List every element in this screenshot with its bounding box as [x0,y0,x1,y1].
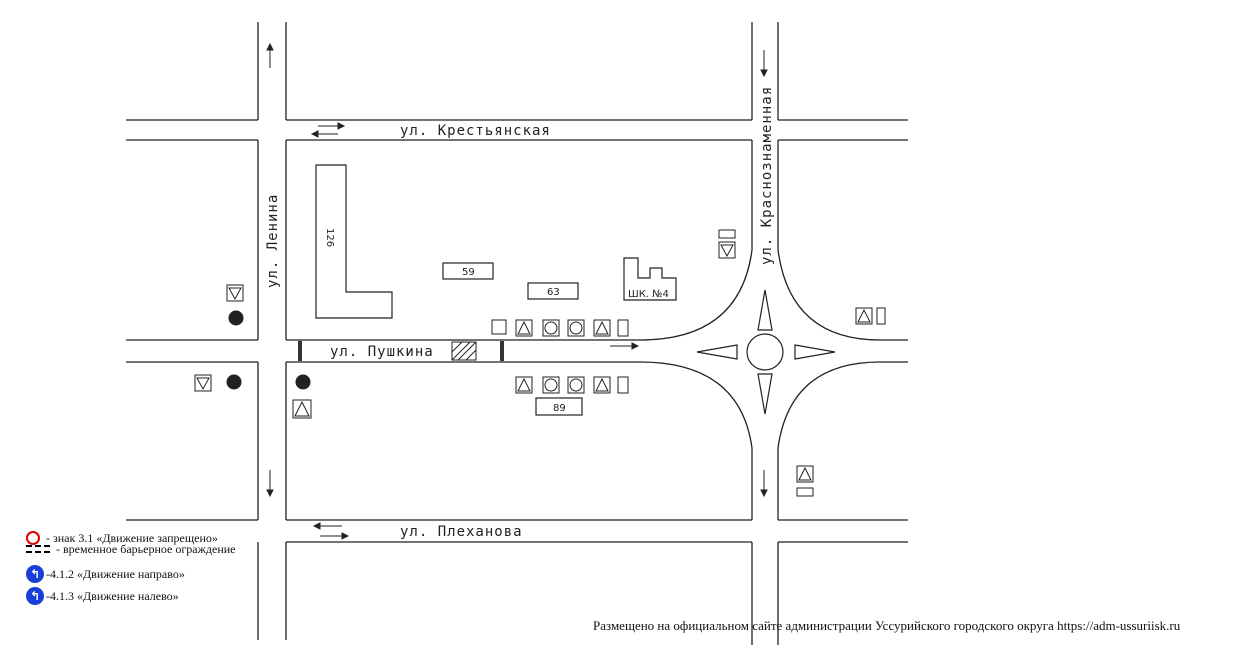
street-label-krestyanskaya: ул. Крестьянская [400,123,551,139]
building-89 [535,397,583,416]
island-triangle-south [757,373,773,415]
barrier-icon [26,545,50,553]
building-label-89: 89 [553,403,566,414]
island-triangle-west [696,344,738,360]
legend-item-prohibited: - знак 3.1 «Движение запрещено» [26,527,236,549]
street-label-lenina: ул. Ленина [265,194,281,288]
legend-item-right: ↰ -4.1.2 «Движение направо» [26,563,236,585]
roundabout [696,289,836,415]
island-triangle-north [757,289,773,331]
traffic-arrows [266,42,768,540]
road-edges [126,22,908,645]
direction-sign-icon [228,310,244,326]
building-school [623,257,677,301]
barrier-fence [298,341,504,361]
building-label-126: 126 [324,228,335,247]
map-legend: - знак 3.1 «Движение запрещено» - времен… [26,527,236,607]
yield-sign-icon [194,374,212,392]
distance-plate-icon [617,319,629,337]
building-label-63: 63 [547,287,560,298]
turn-right-icon: ↰ [26,565,44,583]
yield-sign-icon [718,241,736,259]
direction-sign-icon [491,319,507,335]
direction-plate-icon [718,229,736,239]
legend-item-left: ↰ -4.1.3 «Движение налево» [26,585,236,607]
red-circle-icon [26,531,40,545]
direction-plate-icon [796,487,814,497]
street-label-plekhanova: ул. Плеханова [400,524,523,540]
pedestrian-crossing [451,341,477,361]
turn-left-icon: ↰ [26,587,44,605]
street-label-pushkina: ул. Пушкина [330,344,434,360]
road-works-sign-icon [855,307,873,325]
building-label-school: ШК. №4 [628,289,669,300]
distance-plate-icon [876,307,886,325]
legend-label-barrier: - временное барьерное ограждение [56,541,236,556]
warning-triangle-icon [593,319,611,337]
legend-item-barrier: - временное барьерное ограждение [26,541,236,556]
direction-sign-icon [295,374,311,390]
roundabout-island-icon [746,333,784,371]
legend-label-right: -4.1.2 «Движение направо» [46,566,185,581]
legend-label-prohibited: - знак 3.1 «Движение запрещено» [46,530,218,545]
distance-plate-icon [617,376,629,394]
direction-sign-icon [226,374,242,390]
building-63 [527,282,579,300]
yield-sign-icon [226,284,244,302]
street-label-krasnoznamennaya: ул. Краснознаменная [759,86,775,265]
warning-triangle-icon [515,376,533,394]
legend-label-left: -4.1.3 «Движение налево» [46,588,179,603]
footer-note: Размещено на официальном сайте администр… [593,618,1181,633]
warning-triangle-icon [593,376,611,394]
island-triangle-east [794,344,836,360]
building-label-59: 59 [462,267,475,278]
road-works-sign-icon [796,465,814,483]
road-signs [194,229,886,497]
buildings [315,164,677,416]
road-works-sign-icon [292,399,312,419]
warning-triangle-icon [515,319,533,337]
building-126 [315,164,393,319]
building-59 [442,262,494,280]
